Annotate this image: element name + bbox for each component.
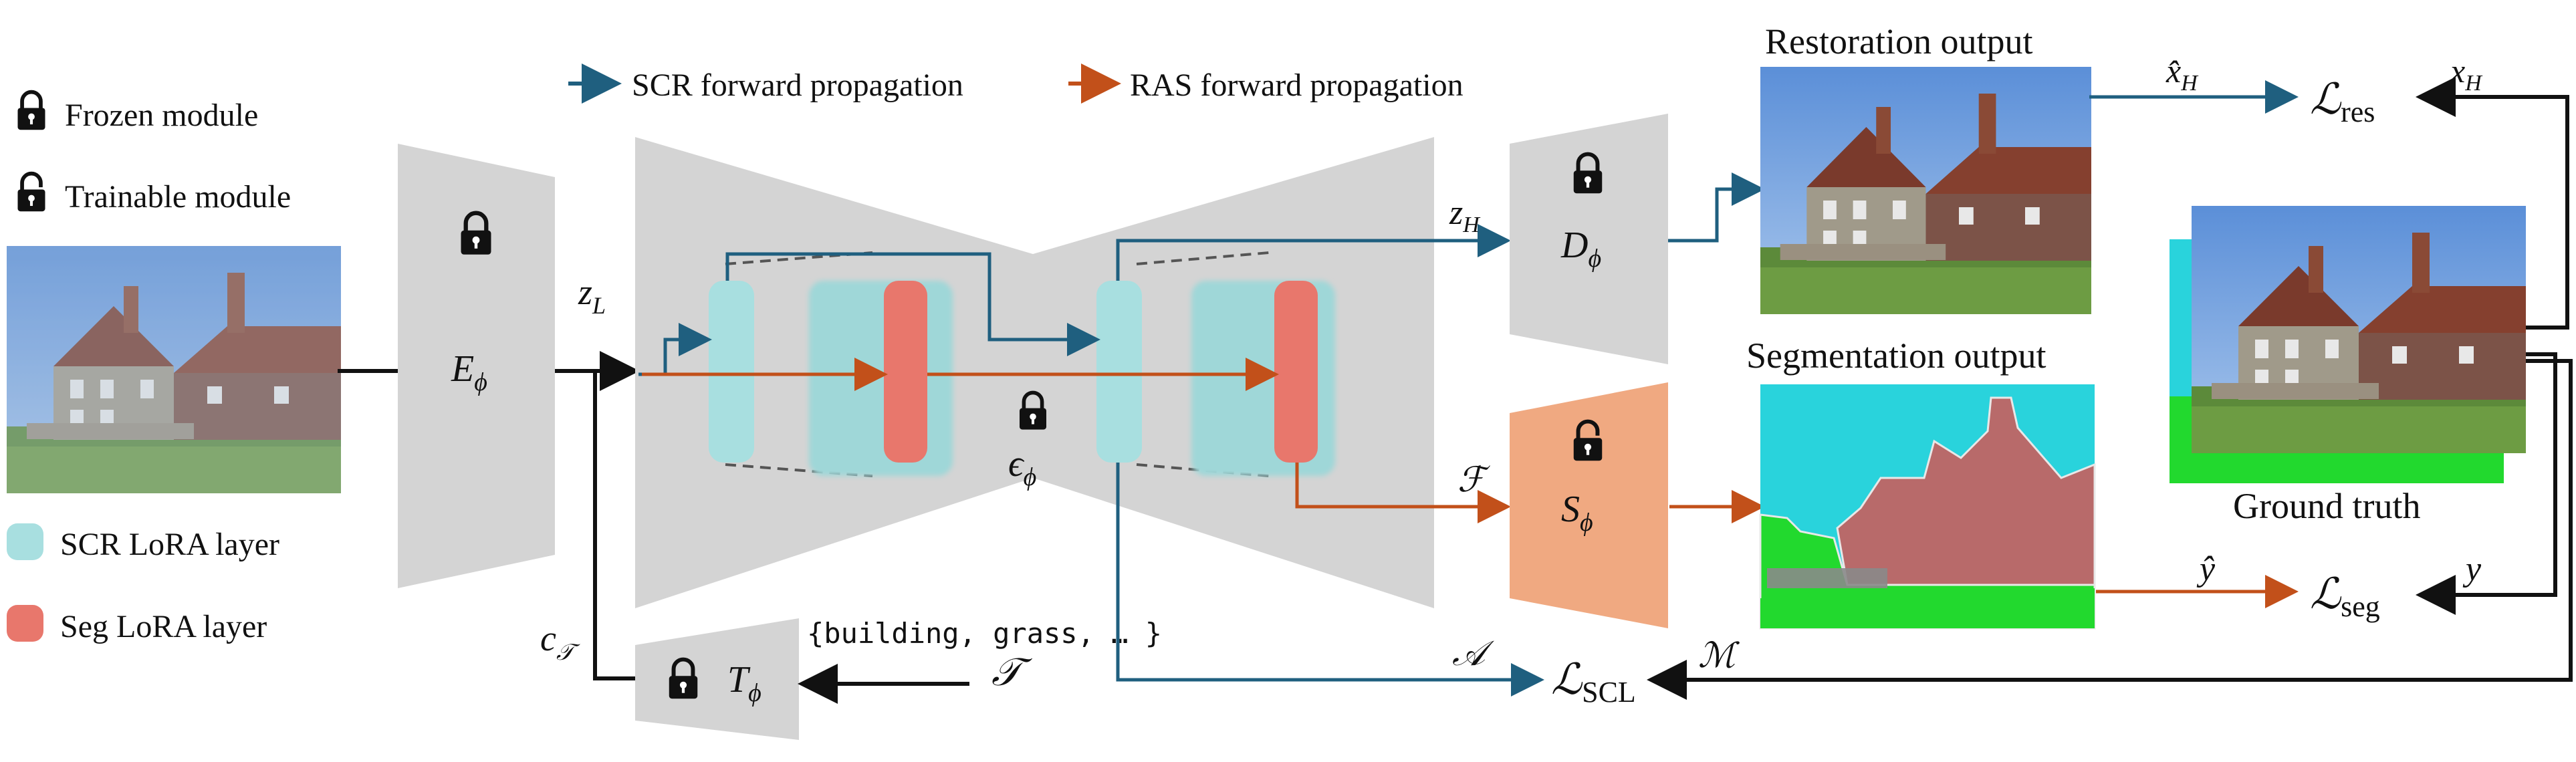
loss-res-subscript: res	[2341, 96, 2375, 128]
ground-truth-title: Ground truth	[2233, 486, 2420, 526]
A-label: 𝒜	[1452, 635, 1495, 673]
input-image	[7, 246, 341, 493]
svg-text:ℒSCL: ℒSCL	[1551, 656, 1636, 709]
svg-text:xH: xH	[2450, 52, 2483, 96]
loss-scl-subscript: SCL	[1582, 676, 1636, 709]
restoration-output-image	[1760, 67, 2091, 314]
prompt-text: {building, grass, … }	[807, 617, 1162, 650]
unet-label: ϵ	[1008, 443, 1025, 485]
svg-text:ℒseg: ℒseg	[2310, 570, 2380, 623]
text-encoder-subscript: ϕ	[748, 679, 762, 707]
z-L-subscript: L	[592, 292, 606, 319]
decoder-to-restoration-arrow	[1668, 172, 1765, 243]
svg-text:x̂H: x̂H	[2165, 52, 2199, 96]
unet-to-scl-arrow	[1116, 463, 1544, 696]
scr-lora-layer-1b	[809, 281, 953, 476]
seg-head-module: Sϕ	[1510, 382, 1668, 628]
legend: Frozen module Trainable module SCR LoRA …	[7, 64, 1463, 644]
encoder-label: E	[451, 348, 474, 390]
ground-truth-image	[2192, 206, 2526, 453]
seg-lora-layer-2	[1274, 281, 1318, 463]
svg-text:Dϕ: Dϕ	[1560, 225, 1601, 273]
text-encoder-label: T	[727, 659, 751, 701]
svg-text:Eϕ: Eϕ	[451, 348, 487, 396]
legend-seg-lora-label: Seg LoRA layer	[60, 609, 267, 644]
seg-lora-layer-1	[884, 281, 927, 463]
z-H-subscript: H	[1462, 213, 1481, 237]
x-H-hat-subscript: H	[2180, 71, 2199, 96]
legend-trainable-label: Trainable module	[65, 179, 291, 215]
decoder-module: Dϕ	[1510, 114, 1668, 364]
svg-text:ϵϕ: ϵϕ	[1008, 443, 1036, 491]
x-H-label: x	[2450, 52, 2465, 90]
seg-lora-swatch	[7, 605, 43, 642]
x-H-hat-label: x̂	[2165, 52, 2181, 90]
scr-lora-swatch	[7, 523, 43, 560]
gt-to-loss-scl-arrow	[1647, 359, 2573, 700]
y-hat-label: ŷ	[2196, 550, 2216, 588]
unet-block-2	[1096, 251, 1335, 477]
decoder-subscript: ϕ	[1588, 245, 1601, 273]
loss-seg-label: ℒ	[2310, 570, 2342, 618]
text-encoder-module: Tϕ	[635, 618, 799, 740]
x-H-subscript: H	[2464, 71, 2483, 96]
loss-scl-label: ℒ	[1551, 656, 1583, 703]
z-L-label: z	[578, 272, 592, 312]
scr-lora-layer-2a	[1096, 281, 1142, 463]
ct-line	[593, 371, 635, 680]
segmentation-output-title: Segmentation output	[1746, 336, 2046, 376]
unet-to-decoder-arrow	[1116, 224, 1511, 281]
legend-frozen-label: Frozen module	[65, 98, 258, 133]
restoration-output-title: Restoration output	[1765, 21, 2032, 61]
unet-to-seghead-arrow	[1295, 463, 1511, 523]
svg-text:zL: zL	[578, 272, 606, 319]
svg-text:zH: zH	[1449, 194, 1481, 237]
y-label: y	[2462, 550, 2482, 588]
gt-to-loss-seg-arrow	[2416, 352, 2557, 615]
c-T-subscript: 𝒯	[556, 640, 580, 665]
c-T-label: c	[540, 618, 556, 658]
F-label: ℱ	[1457, 461, 1490, 499]
scr-lora-layer-1a	[709, 281, 754, 463]
loss-seg-subscript: seg	[2341, 590, 2380, 623]
ground-truth-images	[2170, 206, 2526, 483]
svg-text:ℒres: ℒres	[2310, 76, 2375, 128]
unet-block-1	[709, 251, 953, 477]
svg-text:Tϕ: Tϕ	[727, 659, 762, 707]
frozen-lock-icon	[17, 92, 45, 130]
gt-to-loss-res-arrow	[2416, 77, 2569, 330]
encoder-module: Eϕ	[398, 144, 555, 588]
legend-ras-forward-label: RAS forward propagation	[1130, 68, 1463, 103]
z-H-label: z	[1449, 194, 1463, 232]
seg-head-subscript: ϕ	[1580, 509, 1593, 537]
svg-text:c𝒯: c𝒯	[540, 618, 580, 665]
encoder-subscript: ϕ	[474, 368, 487, 396]
loss-res-label: ℒ	[2310, 76, 2342, 123]
segmentation-output-image	[1759, 384, 2096, 630]
M-label: ℳ	[1698, 637, 1740, 675]
T-prompt-symbol: 𝒯	[991, 650, 1033, 694]
trainable-lock-icon	[17, 174, 45, 212]
seg-head-label: S	[1561, 489, 1580, 530]
unet-flow: ϵϕ	[638, 252, 1279, 491]
unet-subscript: ϕ	[1024, 463, 1037, 491]
legend-scr-forward-label: SCR forward propagation	[632, 68, 963, 103]
decoder-label: D	[1560, 225, 1588, 266]
svg-text:Sϕ: Sϕ	[1561, 489, 1593, 537]
legend-scr-lora-label: SCR LoRA layer	[60, 527, 279, 562]
